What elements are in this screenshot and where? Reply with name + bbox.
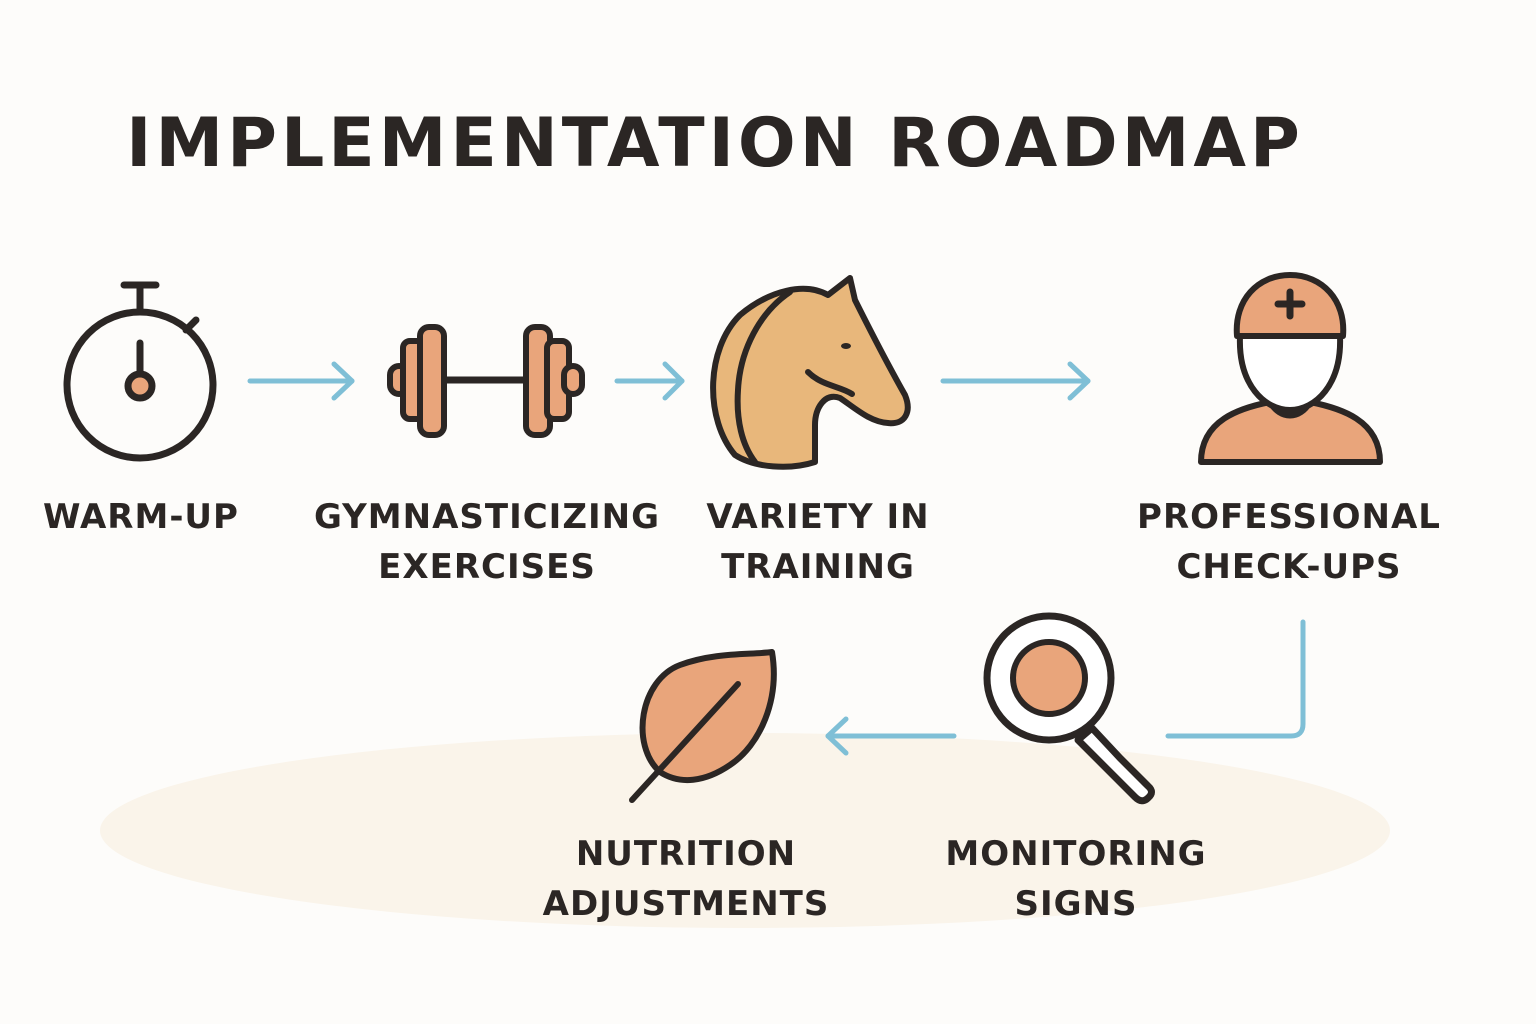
step-label-nutrition: NUTRITION ADJUSTMENTS <box>542 834 830 924</box>
flow-arrow <box>247 361 355 401</box>
step-label-warm-up: WARM-UP <box>43 497 239 537</box>
horse-head-icon <box>710 275 911 470</box>
page-title: IMPLEMENTATION ROADMAP <box>126 104 1304 183</box>
veterinarian-icon <box>1198 272 1383 465</box>
stopwatch-icon <box>63 281 217 462</box>
step-label-variety: VARIETY IN TRAINING <box>706 497 930 587</box>
magnifying-glass-icon <box>983 612 1155 805</box>
flow-arrow <box>614 361 685 401</box>
flow-arrow <box>940 361 1091 401</box>
flow-connector <box>1165 619 1306 739</box>
step-label-monitoring: MONITORING SIGNS <box>945 834 1207 924</box>
step-label-check-ups: PROFESSIONAL CHECK-UPS <box>1137 497 1441 587</box>
ground-highlight <box>100 733 1390 928</box>
flow-arrow <box>825 716 957 756</box>
dumbbell-icon <box>387 324 585 438</box>
step-label-gymnasticizing: GYMNASTICIZING EXERCISES <box>314 497 660 587</box>
leaf-icon <box>629 649 777 803</box>
